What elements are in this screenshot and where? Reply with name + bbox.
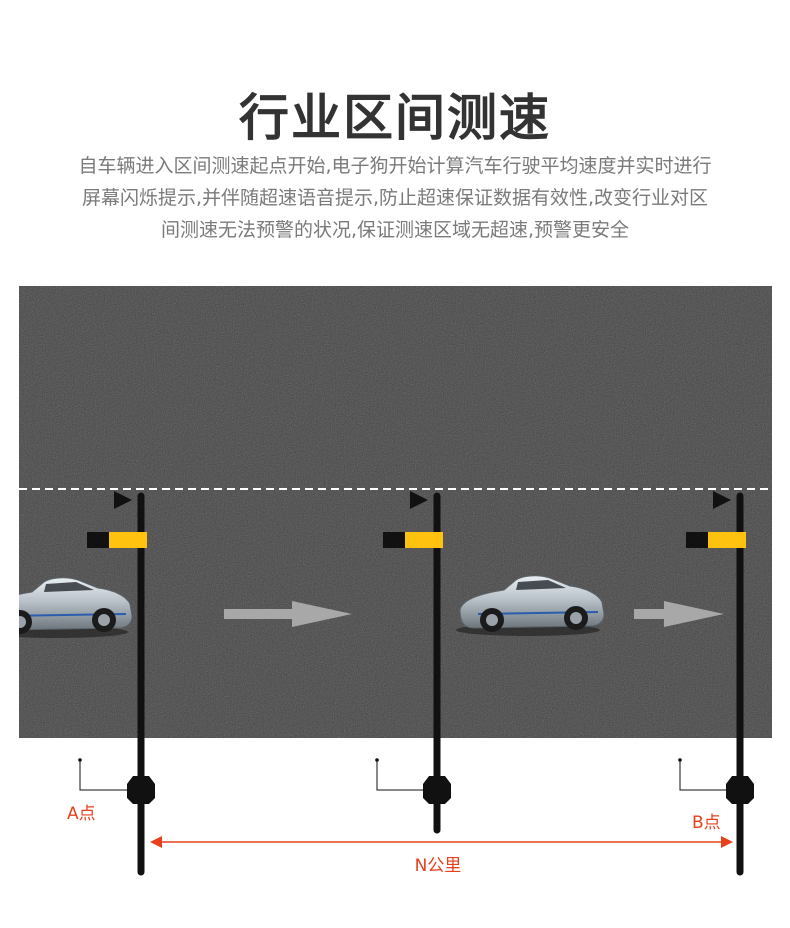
arrow-right-icon (224, 601, 352, 627)
label-point-b: B点 (692, 813, 721, 833)
pole-b (678, 491, 754, 876)
sensor-node (726, 776, 754, 804)
road (19, 286, 772, 738)
camera-icon (686, 532, 746, 548)
flag-icon (410, 491, 428, 509)
pole-a (78, 491, 155, 876)
camera-icon (87, 532, 147, 548)
page-title: 行业区间测速 (239, 89, 551, 147)
arrow-right-icon (634, 601, 724, 627)
description: 自车辆进入区间测速起点开始,电子狗开始计算汽车行驶平均速度并实时进行 屏幕闪烁提… (60, 150, 730, 246)
description-line: 间测速无法预警的状况,保证测速区域无超速,预警更安全 (160, 219, 630, 241)
sensor-node (423, 776, 451, 804)
description-line: 自车辆进入区间测速起点开始,电子狗开始计算汽车行驶平均速度并实时进行 (78, 155, 712, 177)
pole-middle (375, 491, 451, 834)
label-point-a: A点 (67, 804, 96, 824)
flag-icon (713, 491, 731, 509)
camera-icon (383, 532, 443, 548)
description-line: 屏幕闪烁提示,并伴随超速语音提示,防止超速保证数据有效性,改变行业对区 (81, 187, 709, 209)
flag-icon (114, 491, 132, 509)
distance-arrow (150, 836, 733, 848)
sensor-node (127, 776, 155, 804)
distance-label: N公里 (415, 856, 462, 876)
